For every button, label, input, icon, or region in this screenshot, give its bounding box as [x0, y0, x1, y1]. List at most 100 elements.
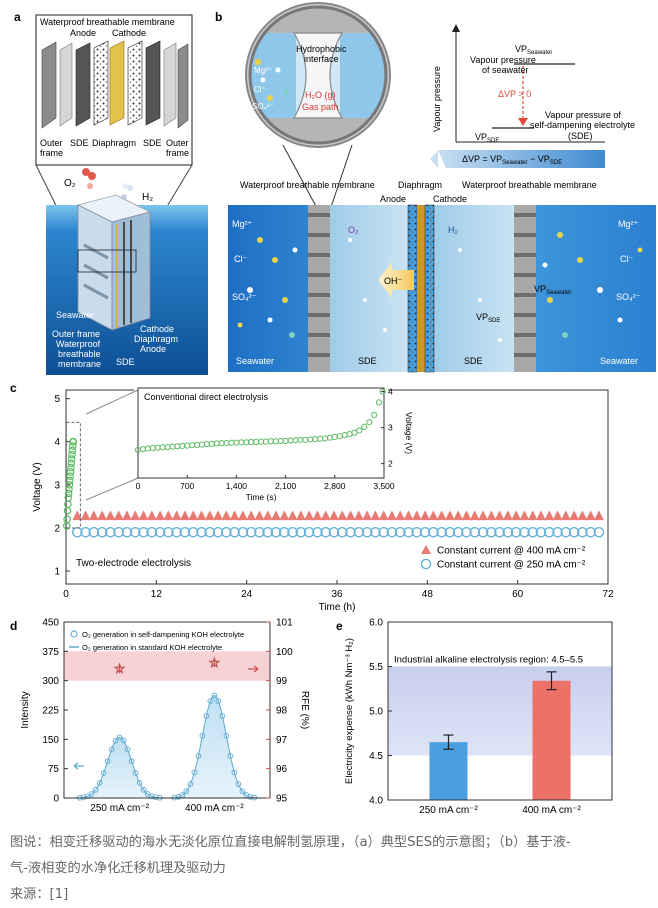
c-x-tick-label: 36 [331, 589, 343, 600]
label-membrane-top: Waterproof breathable membrane [40, 17, 175, 27]
label-anode-bottom: Anode [140, 344, 166, 354]
label-seawater: Seawater [56, 310, 94, 320]
label-cl-right: Cl⁻ [620, 254, 633, 264]
label-membrane-b1: Waterproof [56, 339, 101, 349]
d-legend-marker-circle [70, 630, 78, 638]
c-inset-x-tick-label: 2,100 [275, 481, 297, 491]
d-y2-tick-label: 95 [276, 794, 288, 805]
c-circle-point [494, 526, 505, 538]
e-x-category-label: 250 mA cm⁻² [419, 805, 478, 816]
label-o2: O₂ [64, 178, 76, 189]
d-y2-tick-label: 96 [276, 764, 288, 775]
inset-delta-vp: ΔVP > 0 [498, 89, 531, 99]
d-peak-point [96, 779, 103, 786]
c-circle-point [428, 526, 439, 538]
d-peak-point [152, 794, 159, 801]
c-circle-point [502, 526, 514, 538]
inset-vp-sde: VPSDE [475, 132, 499, 144]
d-peak-area [169, 695, 260, 798]
c-circle-point [204, 526, 216, 538]
d-peak-point [231, 769, 238, 776]
electrolyser-device [76, 194, 152, 331]
panel-c-letter: c [10, 381, 17, 395]
e-y-tick-label: 5.0 [369, 707, 383, 718]
inset-desc-sde2: self-dampening electrolyte [530, 120, 635, 130]
inset-desc-sde1: Vapour pressure of [545, 110, 621, 120]
e-bar [532, 680, 571, 800]
cathode-mesh [145, 40, 161, 126]
d-peak-point [132, 770, 139, 776]
c-zoom-box [65, 421, 81, 529]
c-legend-marker-circle [420, 558, 432, 570]
label-diaphragm: Diaphragm [92, 138, 136, 148]
c-circle-point [262, 526, 274, 538]
h2-molecule-icon [121, 183, 133, 200]
c-triangle-point [97, 510, 108, 521]
panel-d-letter: d [10, 619, 17, 633]
panel-e: e Industrial alkaline electrolysis regio… [336, 618, 613, 816]
magnifier-lens [245, 2, 391, 148]
c-x-tick-label: 12 [151, 589, 163, 600]
c-triangle-point [486, 510, 497, 521]
c-circle-point [486, 526, 497, 538]
c-inset-x-tick-label: 0 [136, 481, 141, 491]
label-membrane-right: Waterproof breathable membrane [462, 180, 597, 190]
c-y-tick-label: 2 [54, 523, 60, 534]
c-circle-point [419, 526, 431, 538]
c-green-point [66, 472, 74, 481]
d-peak-point [88, 791, 95, 797]
c-circle-point [552, 526, 563, 538]
c-green-point [65, 485, 73, 493]
inset-equation: ΔVP = VPSeawater − VPSDE [462, 154, 562, 166]
c-y-tick-label: 4 [54, 437, 60, 448]
c-green-point [67, 463, 75, 472]
label-outer-frame-left: Outer [40, 138, 63, 148]
panel-b: b Hydrophobic interface H₂O (g) Gas path… [215, 2, 656, 373]
c-circle-point [245, 526, 257, 538]
label-o2-b: O₂ [348, 225, 359, 235]
c-inset-x-axis-label: Time (s) [246, 492, 277, 502]
c-triangle-point [163, 510, 174, 521]
c-triangle-point [428, 510, 439, 521]
panel-e-letter: e [336, 619, 343, 633]
label-outer-frame-right-2: frame [166, 148, 189, 158]
figure-caption: 图说：相变迁移驱动的海水无淡化原位直接电解制氢原理，（a）典型SES的示意图；（… [10, 830, 652, 908]
c-circle-point [88, 526, 100, 538]
c-triangle-point [453, 510, 464, 521]
c-circle-point [287, 526, 298, 538]
c-circle-point [96, 526, 108, 538]
label-lens-cl: Cl⁻ [254, 85, 266, 94]
e-y-axis-label: Electricity expense (kWh Nm⁻³ H₂) [344, 638, 355, 784]
c-inset-point [366, 419, 373, 426]
c-circle-point [411, 526, 423, 538]
d-legend-label: O₂ generation in standard KOH electrolyt… [82, 643, 222, 652]
c-x-tick-label: 60 [512, 589, 524, 600]
d-peak-point [124, 746, 131, 753]
c-triangle-point [387, 510, 397, 521]
vapour-pressure-inset [430, 24, 605, 168]
d-peak-point [203, 713, 210, 719]
c-triangle-point [72, 510, 83, 521]
label-membrane-b2: breathable [58, 349, 101, 359]
label-membrane-b3: membrane [58, 359, 101, 369]
c-triangle-point [569, 510, 580, 521]
inset-desc-seawater2: of seawater [482, 65, 529, 75]
label-vp-sde-b: VPSDE [476, 312, 500, 324]
d-peak-point [120, 737, 127, 744]
c-inset-x-tick-label: 2,800 [324, 481, 346, 491]
label-lens-so4: SO₄²⁻ [252, 102, 274, 111]
chart-e: Industrial alkaline electrolysis region:… [344, 618, 613, 816]
c-circle-point [312, 526, 323, 538]
d-peak-point [92, 786, 99, 793]
c-triangle-point [180, 510, 190, 521]
c-triangle-point [577, 510, 588, 521]
c-triangle-point [88, 510, 99, 521]
d-peak-point [136, 779, 143, 786]
caption-line-2: 气-液相变的水净化迁移机理及驱动力 [10, 861, 226, 876]
c-y-tick-label: 3 [54, 480, 60, 491]
label-sde-right-b: SDE [464, 356, 483, 366]
c-y-tick-label: 1 [54, 567, 60, 578]
c-triangle-point [204, 510, 215, 521]
c-circle-point [543, 526, 555, 538]
c-triangle-point [511, 510, 522, 521]
